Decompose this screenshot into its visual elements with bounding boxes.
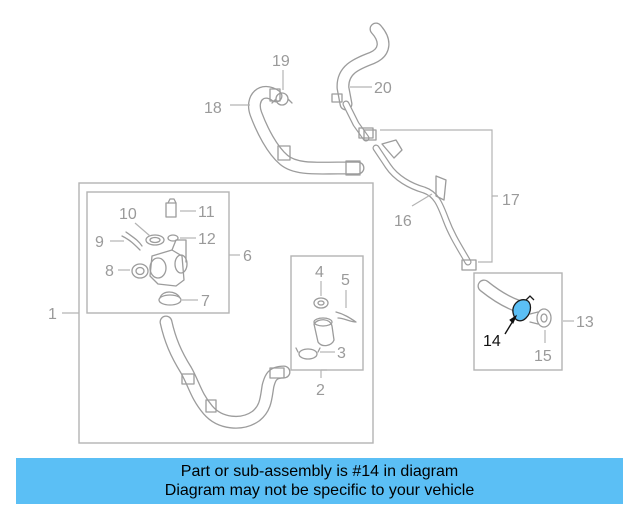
info-banner: Part or sub-assembly is #14 in diagram D…: [16, 458, 623, 504]
callout-20: 20: [374, 80, 392, 97]
callout-15: 15: [534, 348, 552, 365]
part-16-pipe: [363, 129, 477, 271]
callout-7: 7: [201, 293, 210, 310]
callout-18: 18: [204, 100, 222, 117]
part-10-seal: [145, 234, 165, 246]
callout-5: 5: [341, 272, 350, 289]
part-18-tube: [248, 85, 365, 176]
callout-2: 2: [316, 382, 325, 399]
callout-11: 11: [198, 204, 215, 221]
callout-1: 1: [48, 306, 57, 323]
callout-19: 19: [272, 53, 290, 70]
part-4-gasket: [313, 297, 329, 309]
part-8-oring: [131, 263, 149, 279]
part-1-lower-hose: [159, 315, 291, 429]
group-box-2: [290, 255, 364, 371]
part-3-clamp: [295, 347, 321, 360]
part-12-ring: [167, 234, 179, 242]
leader-lines: [62, 70, 574, 378]
parts-diagram: 1 2 3 4 5 6 7 8 9 10 11 12 13 14 15 16 1…: [48, 22, 594, 444]
group-box-6: [86, 191, 230, 314]
part-20-upper-hose: [331, 22, 390, 142]
callout-8: 8: [105, 263, 114, 280]
callout-17: 17: [502, 192, 520, 209]
part-19-clip: [271, 92, 293, 106]
callout-12: 12: [198, 231, 216, 248]
part-2-elbow: [313, 317, 335, 347]
callout-3: 3: [337, 345, 346, 362]
callout-6: 6: [243, 248, 252, 265]
callout-10: 10: [119, 206, 137, 223]
group-box-13: [473, 272, 563, 371]
callout-13: 13: [576, 314, 594, 331]
callout-16: 16: [394, 213, 412, 230]
part-13-hose: [477, 279, 525, 313]
part-5-clip: [335, 311, 357, 323]
callout-4: 4: [315, 264, 324, 281]
callout-9: 9: [95, 234, 104, 251]
part-14-clamp-highlighted: [512, 295, 535, 322]
part-15-fitting: [529, 308, 552, 328]
banner-line-2: Diagram may not be specific to your vehi…: [164, 482, 475, 499]
part-6-housing: [149, 239, 188, 287]
callout-14: 14: [483, 333, 501, 350]
part-7-clamp: [158, 291, 182, 306]
banner-line-1: Part or sub-assembly is #14 in diagram: [180, 463, 459, 480]
part-11-sensor: [165, 198, 177, 218]
part-9-clip: [121, 231, 143, 251]
